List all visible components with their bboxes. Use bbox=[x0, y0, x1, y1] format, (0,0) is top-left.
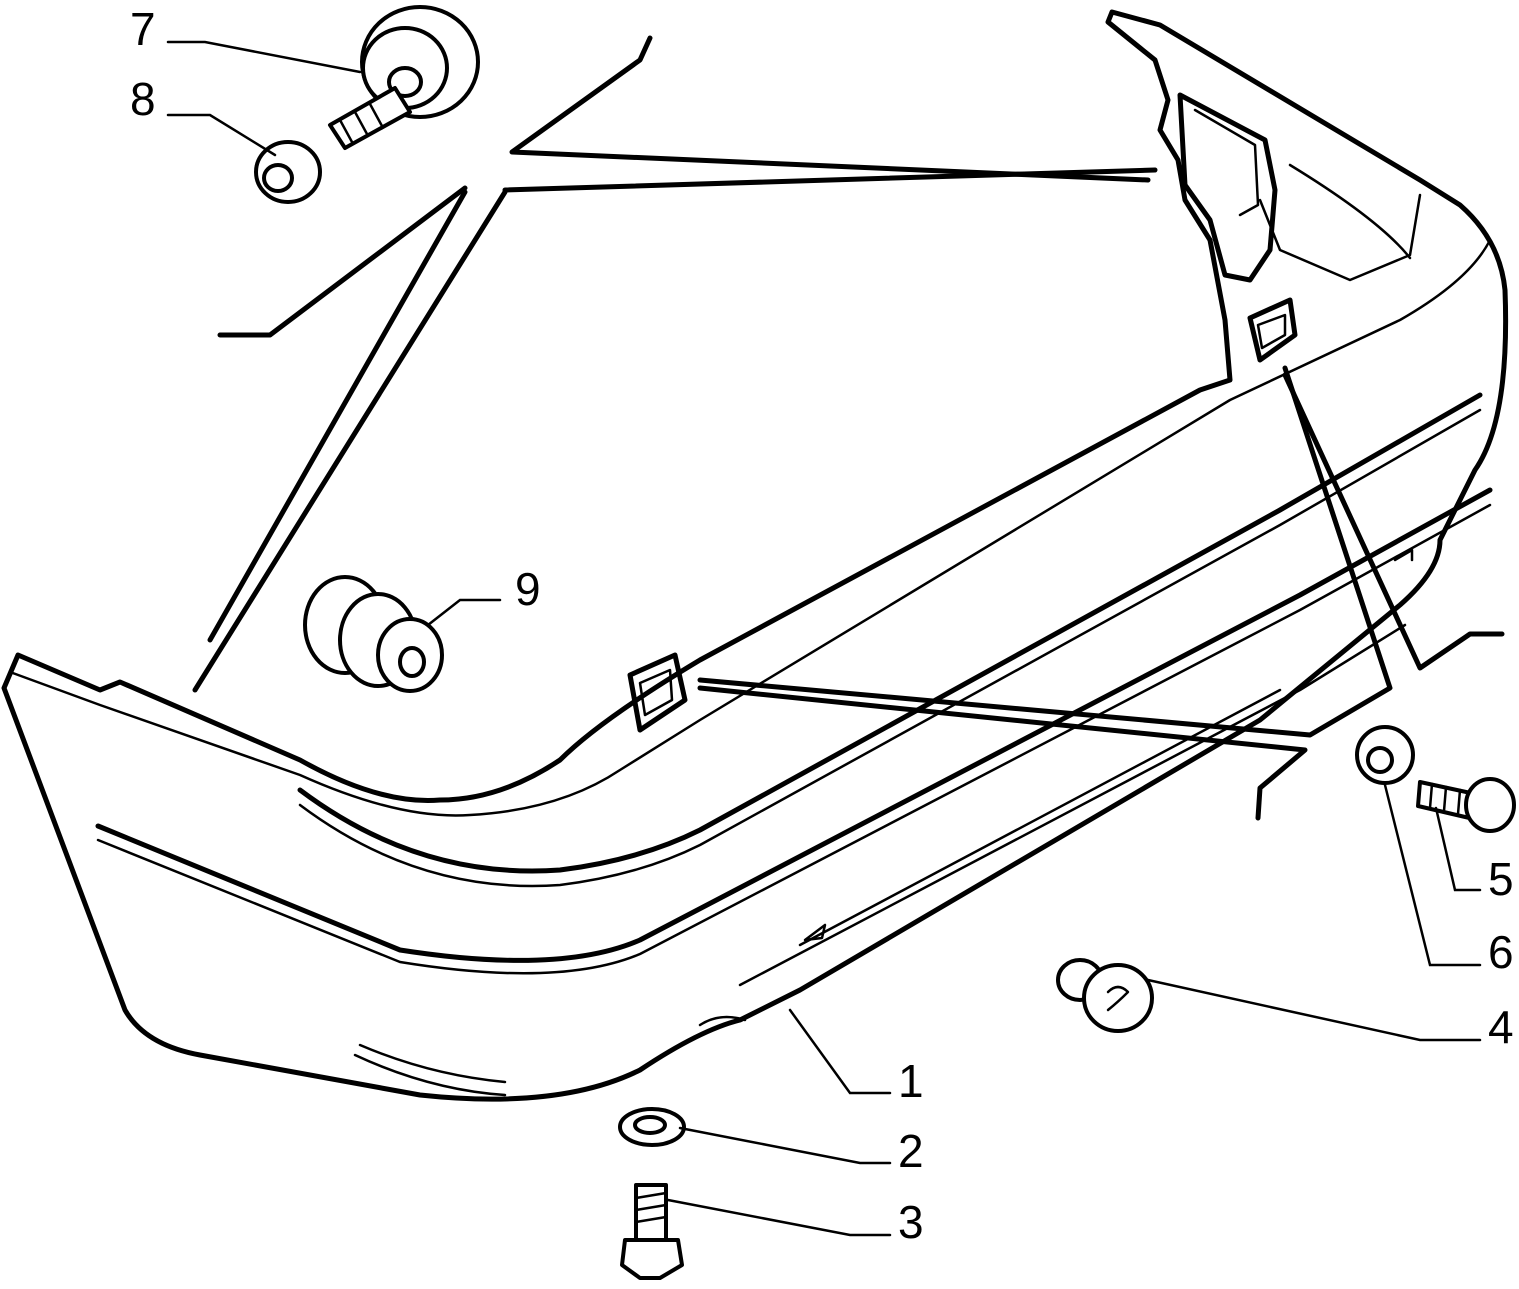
bumper-lower-front-line bbox=[358, 1043, 507, 1084]
leader-6 bbox=[1383, 783, 1482, 967]
reference-line-lower bbox=[697, 685, 1308, 821]
screw-bottom-thread bbox=[634, 1191, 668, 1224]
bumper-top-inner-line bbox=[8, 238, 1492, 817]
bumper-bracket-upper bbox=[1177, 92, 1278, 283]
reference-line-diagonal-a bbox=[192, 189, 508, 693]
bumper-mount-tab-center-hole bbox=[638, 668, 674, 717]
callout-1: 1 bbox=[898, 1055, 924, 1107]
callout-8: 8 bbox=[130, 73, 156, 125]
callout-9: 9 bbox=[515, 563, 541, 615]
callout-4: 4 bbox=[1488, 1001, 1514, 1053]
leader-lines bbox=[166, 40, 1482, 1237]
part-nut bbox=[254, 140, 322, 204]
bumper-side-return-edge bbox=[1288, 163, 1412, 260]
screw-right-thread bbox=[1428, 782, 1462, 816]
clip-head-mark bbox=[1106, 985, 1130, 1012]
callout-2: 2 bbox=[898, 1125, 924, 1177]
leader-9 bbox=[426, 598, 502, 627]
stud-bolt-thread bbox=[338, 102, 384, 144]
bumper-notch-lower bbox=[803, 923, 827, 942]
washer-bottom-hole bbox=[633, 1115, 667, 1135]
clip-head bbox=[1082, 963, 1154, 1033]
bumper-side-return bbox=[1258, 193, 1422, 282]
bumper-lower-front-line-2 bbox=[353, 1053, 507, 1097]
part-screw-right bbox=[1416, 777, 1516, 833]
bumper-body bbox=[1, 9, 1509, 1102]
bumper-mount-tab-right bbox=[1247, 297, 1298, 363]
reference-line-right-edge bbox=[1282, 372, 1505, 671]
callout-3: 3 bbox=[898, 1196, 924, 1248]
screw-bottom-head bbox=[620, 1238, 684, 1280]
callout-labels: 7 8 9 1 2 3 4 5 6 bbox=[130, 3, 1514, 1248]
leader-4 bbox=[1146, 978, 1482, 1042]
bumper-mount-tab-right-hole bbox=[1256, 313, 1287, 350]
stud-bolt-shank bbox=[328, 86, 412, 150]
bumper-mount-tab-center bbox=[627, 652, 688, 733]
reference-line-bracket-right bbox=[697, 365, 1393, 738]
part-screw-bottom bbox=[620, 1183, 684, 1280]
part-washer-bottom bbox=[618, 1107, 686, 1147]
reference-line-mid bbox=[502, 167, 1158, 193]
washer-right-hole bbox=[1366, 746, 1394, 774]
part-stud-bolt bbox=[328, 5, 480, 150]
leader-8 bbox=[166, 113, 277, 157]
reference-line-left bbox=[217, 185, 468, 338]
bumper-upper-molding bbox=[297, 392, 1483, 874]
bumper-upper-molding-edge bbox=[298, 408, 1482, 888]
leader-2 bbox=[678, 1126, 892, 1165]
callout-6: 6 bbox=[1488, 926, 1514, 978]
nut-hole bbox=[262, 163, 294, 193]
reference-line-diagonal-b bbox=[207, 189, 468, 643]
callout-5: 5 bbox=[1488, 853, 1514, 905]
bumper-outline bbox=[1, 9, 1509, 1102]
part-washer-right bbox=[1355, 725, 1415, 785]
bumper-underside-notch bbox=[698, 1015, 747, 1027]
leader-3 bbox=[666, 1198, 892, 1237]
bumper-notch-right bbox=[1393, 548, 1414, 562]
part-rubber-buffer bbox=[303, 575, 444, 693]
part-clip bbox=[1056, 958, 1154, 1033]
reference-line-upper bbox=[509, 35, 1151, 183]
callout-7: 7 bbox=[130, 3, 156, 55]
bumper-lower-edge bbox=[738, 623, 1407, 987]
reference-lines bbox=[192, 35, 1505, 821]
bumper-bracket-upper-detail bbox=[1193, 108, 1260, 217]
screw-right-head bbox=[1464, 777, 1516, 833]
leader-1 bbox=[788, 1008, 892, 1095]
buffer-center bbox=[398, 646, 426, 678]
leader-5 bbox=[1434, 806, 1482, 892]
leader-7 bbox=[166, 40, 362, 74]
bumper-main-groove bbox=[95, 487, 1493, 963]
bumper-main-groove-edge bbox=[96, 503, 1492, 975]
bumper-lower-line bbox=[798, 688, 1282, 947]
